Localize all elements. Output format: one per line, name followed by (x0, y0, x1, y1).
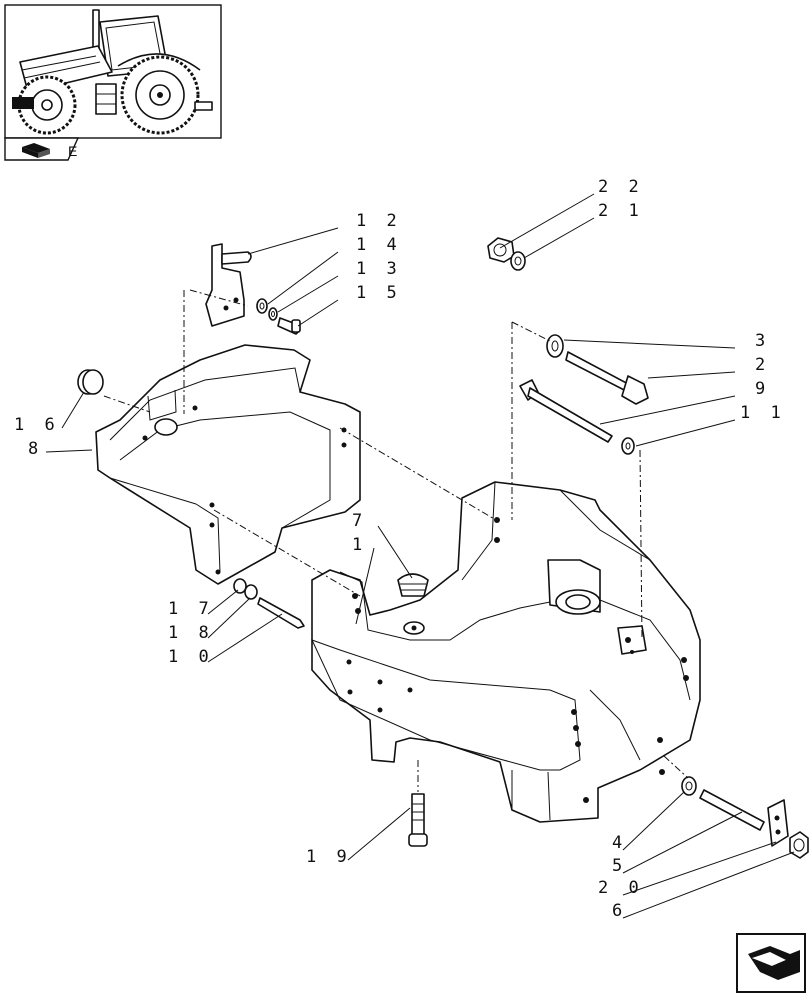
bolt-9 (519, 379, 613, 443)
washer-14 (256, 298, 268, 314)
nut-6 (789, 831, 809, 859)
stud-10 (257, 597, 305, 629)
callout-2: 2 (755, 355, 770, 375)
bolt-2 (565, 351, 649, 405)
next-page-arrow-icon (748, 946, 800, 980)
part-1-front-support (311, 481, 701, 823)
plug-16 (77, 369, 104, 395)
callout-14: 1 4 (356, 235, 402, 255)
callout-8: 8 (28, 439, 43, 459)
part-8-front-bracket (95, 344, 361, 585)
callout-1: 1 (352, 535, 367, 555)
callout-4: 4 (612, 833, 627, 853)
tractor-thumbnail[interactable] (4, 4, 222, 139)
leader-lines (45, 193, 795, 919)
alignment-lines (103, 289, 689, 792)
callout-labels: 1 2 1 4 1 3 1 5 2 2 2 1 3 2 9 1 1 1 6 8 … (14, 177, 786, 921)
book-arrow-icon (22, 143, 50, 158)
callout-6: 6 (612, 901, 627, 921)
washer-21 (510, 251, 526, 271)
callout-17: 1 7 (168, 599, 214, 619)
washer-17 (233, 578, 247, 594)
callout-3: 3 (755, 331, 770, 351)
callout-10: 1 0 (168, 647, 214, 667)
tractor-icon (12, 9, 213, 135)
washer-18 (244, 584, 258, 600)
catalog-badge[interactable]: E (4, 137, 80, 161)
callout-7: 7 (352, 511, 367, 531)
callout-22: 2 2 (598, 177, 644, 197)
callout-9: 9 (755, 379, 770, 399)
callout-15: 1 5 (356, 283, 402, 303)
plate-20 (767, 799, 789, 847)
part-12-bracket (205, 243, 252, 327)
bolt-19 (408, 793, 428, 847)
callout-12: 1 2 (356, 211, 402, 231)
washer-3 (546, 334, 564, 358)
next-page-button[interactable] (736, 933, 806, 993)
callout-5: 5 (612, 856, 627, 876)
callout-11: 1 1 (740, 403, 786, 423)
washer-4 (681, 776, 697, 796)
callout-21: 2 1 (598, 201, 644, 221)
washer-13 (268, 307, 278, 321)
stud-5 (699, 789, 765, 831)
thumbnail-code-suffix: E (68, 143, 77, 159)
nut-22 (487, 237, 515, 263)
callout-19: 1 9 (306, 847, 352, 867)
washer-11 (621, 437, 635, 455)
callout-20: 2 0 (598, 878, 644, 898)
bolt-15 (277, 317, 301, 335)
callout-18: 1 8 (168, 623, 214, 643)
callout-13: 1 3 (356, 259, 402, 279)
callout-16: 1 6 (14, 415, 60, 435)
